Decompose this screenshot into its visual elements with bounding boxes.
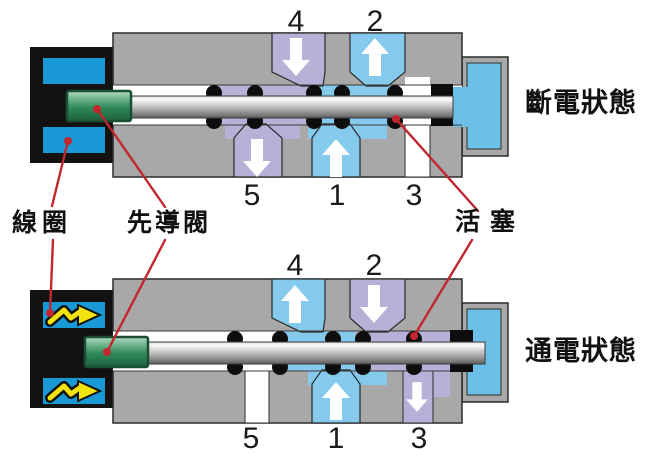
callout-line-coil-top [50,139,70,208]
port-number-3: 3 [411,422,428,455]
pilot-valve [83,335,150,369]
spool-rod [137,341,486,365]
port-number-1: 1 [328,422,345,455]
port-number-5: 5 [243,422,260,455]
callout-line-piston-bottom [412,238,474,338]
callout-dot [93,105,101,113]
cap-mouth [451,87,468,127]
end-cap-chamber [466,62,502,150]
state-label-deenergized: 斷電狀態 [525,87,637,118]
piston-label: 活塞 [455,207,525,236]
diagram-energized: 4 2 5 1 3 通電狀態 [30,249,637,455]
pilot-valve-label: 先導閥 [127,208,211,237]
callout-dot [410,332,418,340]
coil-winding-bottom [43,127,105,153]
callout-line-piston-top [394,117,480,213]
callout-dot [64,137,72,145]
callout-line-coil-bottom [48,238,55,315]
port-number-5: 5 [244,179,261,212]
port-3-channel [402,370,434,424]
port-number-2: 2 [366,249,383,282]
port-number-2: 2 [367,5,384,38]
coil-label: 線圈 [12,208,72,237]
port-number-1: 1 [329,179,346,212]
coil-winding-top [43,58,105,84]
callout-line-pilot-top [95,107,167,209]
port-number-4: 4 [288,5,305,38]
callout-dot [103,348,111,356]
port-number-3: 3 [406,179,423,212]
spool-rod [119,95,454,119]
state-label-energized: 通電狀態 [525,335,637,366]
callout-line-pilot-bottom [105,238,167,354]
callout-dot [46,309,54,317]
port-5-channel [244,370,270,424]
port-3-recess [405,77,430,86]
port-number-4: 4 [287,249,304,282]
diagram-deenergized: 4 2 5 1 3 斷電狀態 [30,5,637,212]
callout-dot [392,115,400,123]
callouts: 線圈 先導閥 活塞 [12,105,525,356]
